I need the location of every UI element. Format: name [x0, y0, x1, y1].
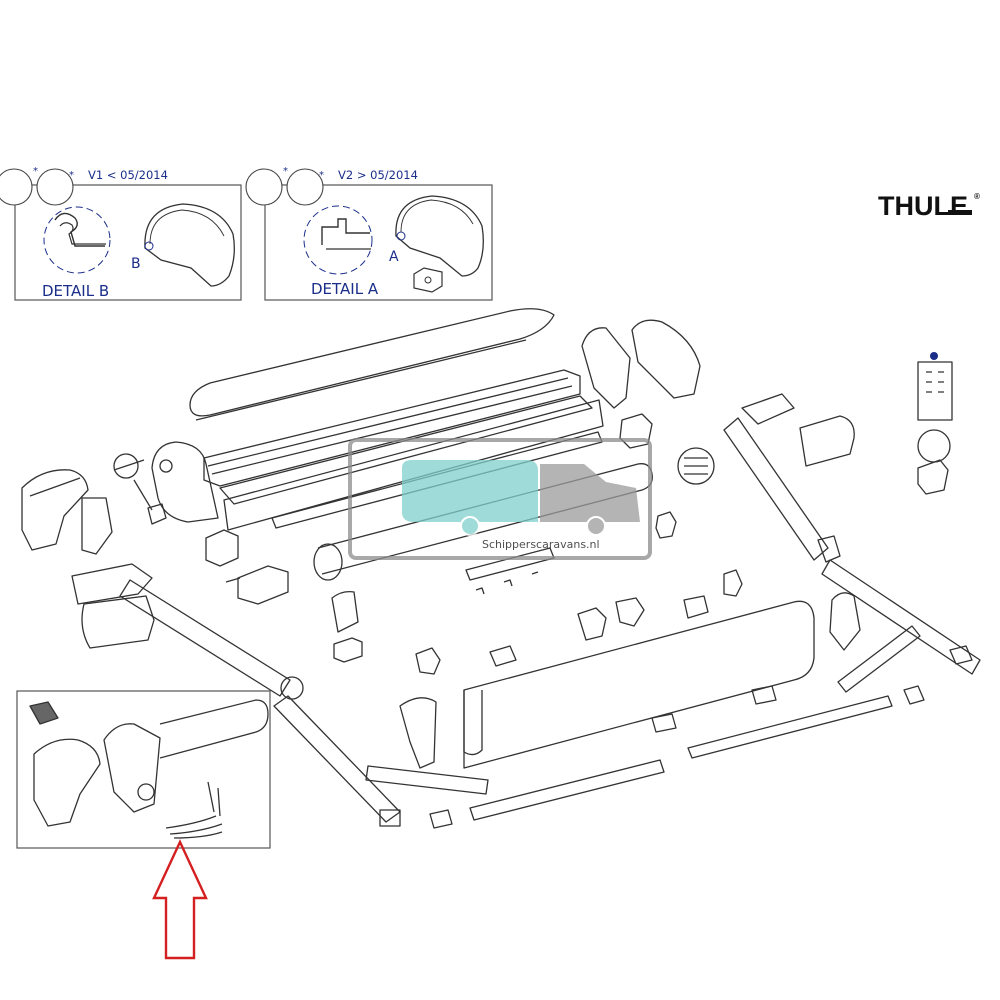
motor-drive-unit — [237, 565, 289, 605]
clip-2 — [615, 597, 645, 627]
detail-a-label: DETAIL A — [311, 280, 379, 298]
top-cover-profile — [189, 308, 555, 417]
mounting-rail-small — [465, 547, 555, 581]
crank-socket — [917, 429, 951, 463]
red-up-arrow — [152, 839, 208, 960]
watermark-camper — [540, 464, 640, 522]
clip-5 — [415, 647, 441, 675]
gear-housing — [205, 529, 239, 567]
small-clip-block — [413, 267, 443, 293]
rail-end-piece — [903, 685, 925, 705]
detail-a-panel: * * V2 > 05/2014 DETAIL A A — [245, 166, 493, 301]
right-arm-cap — [799, 415, 855, 467]
watermark-caravan — [402, 460, 538, 522]
right-arm-foot — [949, 645, 973, 665]
parts-group — [21, 308, 981, 829]
extrusion-lower-channel — [223, 399, 604, 531]
left-arm-head — [71, 563, 153, 605]
right-support-leg — [837, 625, 921, 693]
variant-1-marker-b: * — [69, 170, 74, 181]
motor-cable — [165, 815, 223, 839]
clip-1 — [577, 607, 607, 641]
left-arm-upper — [119, 579, 291, 697]
variant-1-circle-right — [36, 168, 74, 206]
bottom-rail-right — [687, 695, 893, 759]
clip-4 — [723, 569, 743, 597]
crank-connector — [917, 459, 949, 495]
motor-cover-cap — [33, 738, 101, 827]
motor-unit — [103, 723, 161, 813]
side-end-cover — [399, 697, 437, 769]
variant-1-circle-left — [0, 168, 33, 206]
left-end-bracket — [151, 441, 219, 523]
variant-2-marker-a: * — [283, 166, 288, 177]
detail-b-frame — [14, 184, 242, 301]
detail-b-panel: * * V1 < 05/2014 DETAIL B B — [0, 166, 242, 301]
left-clip — [147, 503, 167, 525]
watermark-text: Schipperscaravans.nl — [482, 538, 600, 551]
roller-tube-end — [313, 543, 343, 581]
right-arm-lower — [821, 559, 981, 675]
variant-2-marker-b: * — [319, 170, 324, 181]
detail-b-letter: B — [131, 256, 141, 272]
crank-handle — [917, 361, 953, 421]
motor-inset-panel — [16, 690, 271, 849]
end-cap-v2 — [395, 195, 484, 277]
drive-spool — [677, 447, 715, 485]
detail-b-profile — [54, 212, 105, 247]
detail-a-magnifier — [303, 205, 373, 275]
right-arm-upper — [723, 417, 829, 561]
left-arm-housing — [81, 595, 155, 649]
detail-b-magnifier — [43, 206, 111, 274]
watermark: Schipperscaravans.nl — [348, 438, 652, 560]
clip-6 — [489, 645, 517, 667]
right-arm-cover — [829, 592, 861, 651]
rail-end-cap — [429, 809, 453, 829]
center-bracket — [333, 637, 363, 663]
left-spring-hub — [113, 453, 139, 479]
detail-b-label: DETAIL B — [42, 282, 109, 300]
support-leg — [365, 765, 489, 795]
clip-3 — [683, 595, 709, 619]
right-end-cover — [631, 319, 701, 399]
watermark-frame — [348, 438, 652, 560]
variant-2-circle-right — [286, 168, 324, 206]
motor-plug — [29, 701, 59, 725]
rail-bracket — [751, 685, 777, 705]
brand-name: THULE — [878, 191, 968, 221]
rail-clip — [651, 713, 677, 733]
thule-logo: THULE ® — [878, 191, 980, 221]
right-arm-elbow — [817, 535, 841, 563]
detail-a-letter: A — [389, 249, 399, 265]
right-arm-head — [741, 393, 795, 425]
end-cap-v1 — [144, 203, 235, 287]
right-small-cap — [655, 511, 677, 539]
motor-inset-frame — [16, 690, 271, 849]
bottom-rail-left — [469, 759, 665, 821]
left-side-plate — [81, 497, 113, 555]
detail-a-frame — [264, 184, 493, 301]
left-arm-lower — [273, 695, 401, 823]
left-arm-foot — [379, 809, 401, 827]
center-cover-piece — [331, 590, 359, 633]
variant-2-label: V2 > 05/2014 — [338, 168, 418, 182]
detail-a-profile — [321, 218, 370, 245]
cassette-extrusion — [203, 369, 581, 487]
left-arm-elbow-joint — [280, 676, 304, 700]
left-cover-cap — [21, 469, 89, 551]
motor-tube — [159, 699, 269, 759]
variant-1-marker-a: * — [33, 166, 38, 177]
front-lead-bar — [463, 600, 815, 769]
variant-2-circle-left — [245, 168, 283, 206]
variant-1-label: V1 < 05/2014 — [88, 168, 168, 182]
brand-registered-mark: ® — [974, 192, 980, 201]
right-end-bracket — [581, 327, 631, 409]
